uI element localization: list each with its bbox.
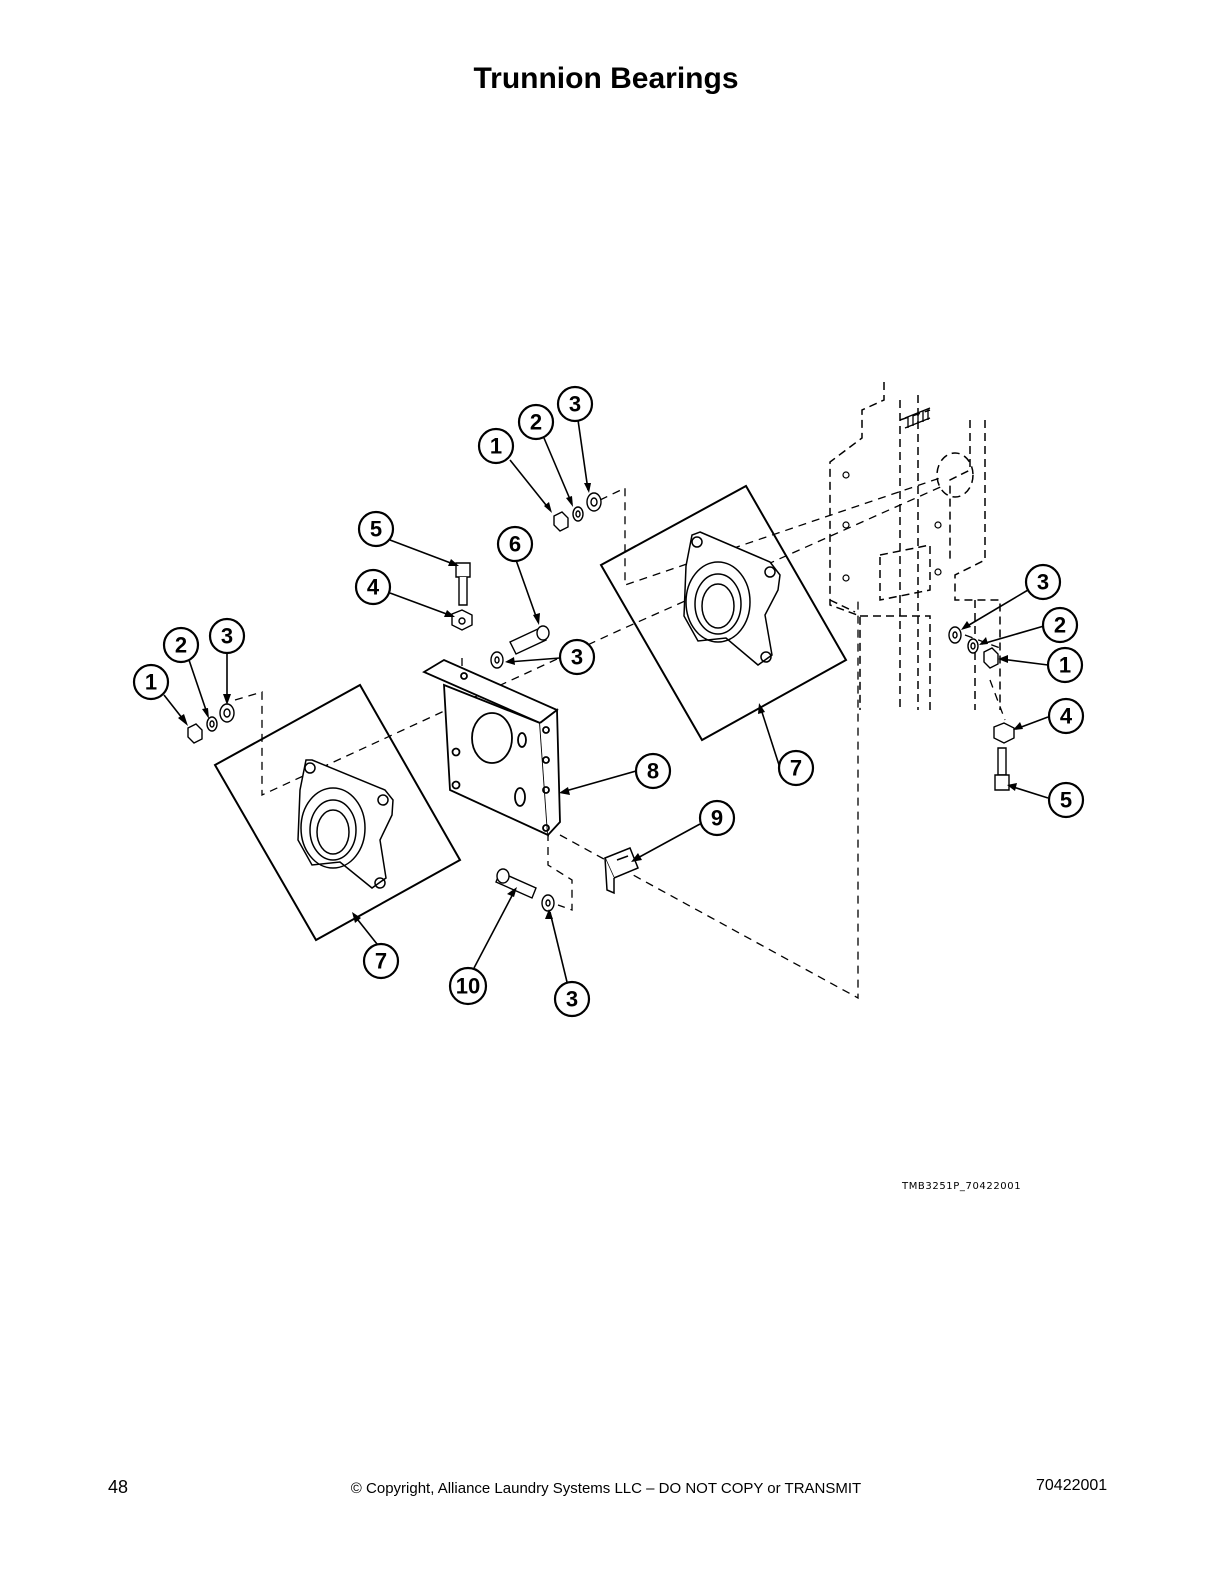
callout-18: 9 [711,806,723,831]
callout-3: 3 [221,624,233,649]
callout-circles [132,385,1085,1018]
machine-frame [829,382,1001,710]
callout-6: 3 [569,392,581,417]
callout-4: 1 [490,434,502,459]
callout-5: 2 [530,410,542,435]
document-number: 70422001 [1036,1477,1108,1494]
callout-labels: 1 2 3 1 2 3 5 4 6 3 3 2 1 4 5 7 8 9 7 10… [145,392,1073,1012]
callout-11: 3 [1037,570,1049,595]
hardware [187,492,1015,912]
frame-holes [842,471,942,582]
assembly-lines [234,477,1006,1000]
stud [904,407,931,429]
callout-20: 10 [456,974,480,999]
leader-arrowheads [178,483,1023,923]
copyright-notice: © Copyright, Alliance Laundry Systems LL… [350,1480,862,1497]
figure-code: TMB3251P_70422001 [902,1181,1022,1192]
page-number: 48 [108,1477,129,1497]
callout-8: 4 [367,575,380,600]
leader-lines [163,419,1049,983]
callout-14: 4 [1060,704,1073,729]
callout-17: 8 [647,759,659,784]
right-bearing [599,484,848,742]
callout-9: 6 [509,532,521,557]
page-title: Trunnion Bearings [473,62,739,95]
callout-1: 1 [145,670,157,695]
callout-21: 3 [566,987,578,1012]
mounting-bracket [422,658,561,837]
callout-15: 5 [1060,788,1072,813]
callout-16: 7 [790,756,802,781]
callout-13: 1 [1059,653,1071,678]
left-bearing [213,683,462,942]
clip [603,847,639,895]
callout-10: 3 [571,645,583,670]
callout-19: 7 [375,949,387,974]
callout-2: 2 [175,633,187,658]
callout-7: 5 [370,517,382,542]
callout-12: 2 [1054,613,1066,638]
